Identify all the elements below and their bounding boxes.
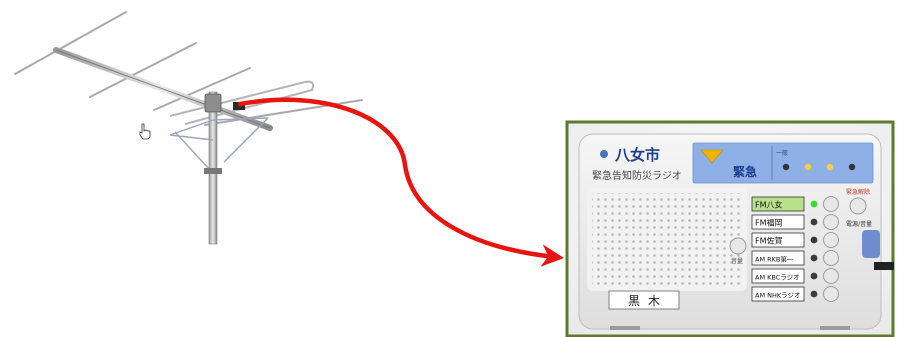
channel-label: AM NHKラジオ (755, 292, 801, 300)
channel-label: FM福岡 (755, 219, 783, 228)
channel-label: FM八女 (755, 200, 783, 210)
channel-led-active (811, 201, 818, 208)
city-name: 八女市 (614, 146, 660, 164)
antenna-elements (15, 12, 362, 125)
channel-button (824, 233, 839, 248)
channel-button (824, 215, 839, 230)
mast-clamp (205, 94, 221, 112)
emergency-release-button (850, 198, 866, 214)
power-dial (862, 230, 880, 258)
indicator-led (827, 164, 833, 170)
indicator-led (805, 164, 811, 170)
city-logo-icon (600, 150, 608, 158)
channel-button (824, 251, 839, 266)
volume-label: 音量 (731, 257, 743, 265)
channel-led (811, 273, 818, 280)
emergency-panel (693, 143, 873, 183)
hand-pointer-icon (140, 124, 150, 139)
channel-label: FM佐賀 (755, 236, 783, 246)
channel-button (824, 197, 839, 212)
channel-led (811, 291, 818, 298)
emergency-label: 緊急 (733, 164, 757, 179)
channel-label: AM KBCラジオ (755, 274, 800, 282)
indicator-led (783, 164, 789, 170)
channel-led (811, 255, 818, 262)
power-cable (874, 262, 894, 270)
channel-button (824, 287, 839, 302)
channel-label: AM RKB第一 (755, 255, 794, 264)
top-small-label: 一般 (776, 149, 788, 157)
yagi-antenna (15, 12, 362, 244)
owner-tag-text: 黒木 (628, 294, 668, 308)
indicator-led (849, 164, 855, 170)
channel-led (811, 237, 818, 244)
volume-button (730, 238, 746, 254)
lower-bracket (204, 168, 222, 174)
antenna-braces (170, 118, 268, 170)
power-label: 電源/音量 (846, 220, 872, 228)
emergency-release-label: 緊急解除 (846, 188, 870, 196)
signal-arrow (240, 100, 555, 257)
channel-button (824, 269, 839, 284)
speaker-grille (592, 193, 742, 286)
channel-led (811, 219, 818, 226)
radio-subtitle: 緊急告知防災ラジオ (592, 169, 682, 182)
